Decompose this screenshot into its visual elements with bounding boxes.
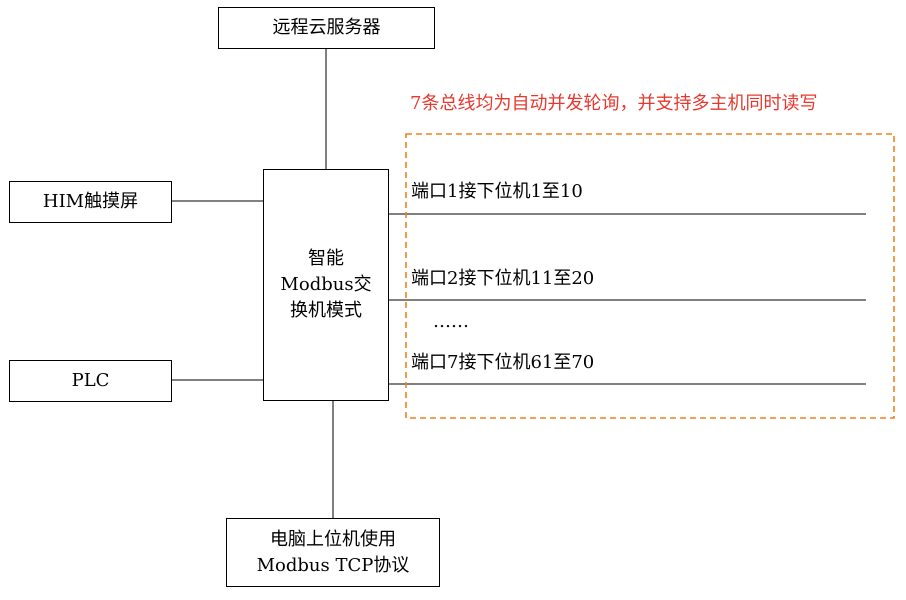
plc-node: PLC: [9, 360, 172, 402]
port-label-7: 端口7接下位机61至70: [411, 352, 595, 373]
switch-label-line-3: 换机模式: [290, 300, 362, 321]
port-ellipsis: ……: [433, 311, 469, 332]
cloud-server-label: 远程云服务器: [272, 17, 381, 38]
port-label-2: 端口2接下位机11至20: [411, 268, 595, 289]
pc-label-line-1: 电脑上位机使用: [270, 528, 396, 550]
pc-label-line-2: Modbus TCP协议: [256, 554, 410, 576]
cloud-server-node: 远程云服务器: [218, 7, 435, 49]
switch-label-line-2: Modbus交: [280, 274, 372, 295]
bus-annotation: 7条总线均为自动并发轮询，并支持多主机同时读写: [410, 93, 818, 114]
switch-label-line-1: 智能: [308, 248, 344, 269]
hmi-label: HIM触摸屏: [42, 191, 139, 212]
hmi-node: HIM触摸屏: [9, 181, 172, 223]
port-label-1: 端口1接下位机1至10: [411, 181, 583, 202]
plc-label: PLC: [71, 370, 110, 391]
modbus-switch-node: 智能 Modbus交 换机模式: [263, 169, 389, 401]
bus-group-dashed-border: [405, 133, 895, 419]
pc-host-node: 电脑上位机使用 Modbus TCP协议: [226, 518, 440, 587]
